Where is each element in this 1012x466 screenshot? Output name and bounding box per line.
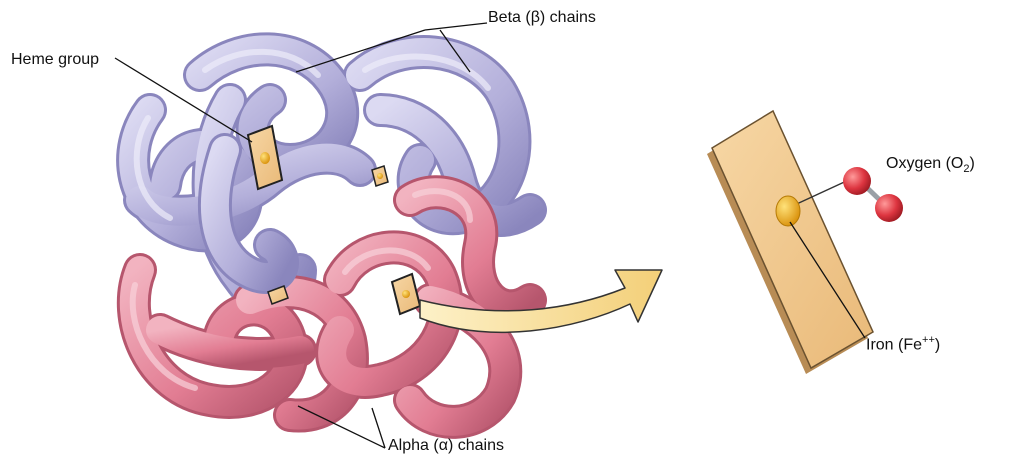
beta-leader-right xyxy=(425,23,487,30)
heme-group-highlighted xyxy=(392,274,420,314)
alpha-chains-label: Alpha (α) chains xyxy=(388,437,504,455)
iron-label-superscript: ++ xyxy=(922,334,935,346)
iron-label: Iron (Fe++) xyxy=(866,331,940,354)
oxygen-label-suffix: ) xyxy=(969,155,974,172)
oxygen-label: Oxygen (O2) xyxy=(886,155,975,178)
alpha-chains-label-text: Alpha (α) chains xyxy=(388,437,504,454)
beta-chains-label-text: Beta (β) chains xyxy=(488,9,596,26)
iron-atom xyxy=(776,196,800,226)
oxygen-label-prefix: Oxygen (O xyxy=(886,155,963,172)
iron-label-suffix: ) xyxy=(935,336,940,353)
heme-detail xyxy=(707,111,873,374)
heme-group-label: Heme group xyxy=(11,51,99,69)
heme-group-label-text: Heme group xyxy=(11,51,99,68)
heme-group-small-1 xyxy=(372,166,388,186)
iron-label-prefix: Iron (Fe xyxy=(866,336,922,353)
beta-chains-label: Beta (β) chains xyxy=(488,9,596,27)
